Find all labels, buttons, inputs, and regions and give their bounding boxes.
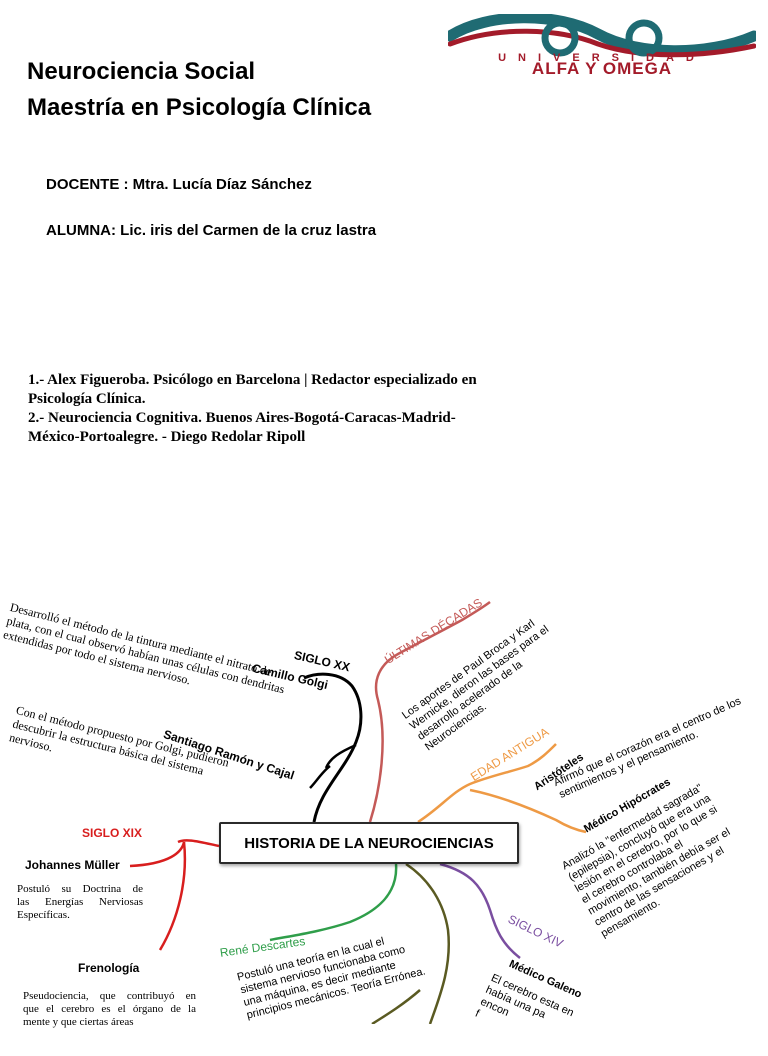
logo-emblem: [448, 14, 756, 58]
olive-branch: [405, 862, 450, 1024]
page-title: Neurociencia Social: [27, 58, 256, 85]
frenologia-description: Pseudociencia, que contribuyó en que el …: [23, 990, 196, 1028]
olive-subbranch: [371, 989, 421, 1024]
siglo-xix-branch: [177, 839, 220, 848]
frenologia-branch: [158, 841, 187, 951]
siglo-xiv-branch: [439, 862, 521, 959]
reference-line: Psicología Clínica.: [28, 391, 146, 407]
siglo-xix-label: SIGLO XIX: [82, 826, 143, 840]
muller-name: Johannes Müller: [25, 858, 120, 872]
logo-top-text: UNIVERSIDAD: [498, 52, 706, 64]
page-subtitle: Maestría en Psicología Clínica: [27, 94, 372, 121]
reference-line: 1.- Alex Figueroba. Psicólogo en Barcelo…: [28, 372, 477, 388]
cajal-branch: [309, 765, 331, 789]
references: 1.- Alex Figueroba. Psicólogo en Barcelo…: [28, 371, 558, 447]
mindmap-center-node: HISTORIA DE LA NEUROCIENCIAS: [219, 822, 519, 864]
ultimas-decadas-branch: [368, 600, 491, 823]
muller-description: Postuló su Doctrina de las Energías Nerv…: [17, 883, 143, 921]
edad-antigua-branch: [417, 743, 557, 824]
logo-bottom-text: ALFA Y OMEGA: [531, 59, 673, 78]
siglo-xx-branch: [303, 672, 363, 823]
muller-branch: [129, 841, 186, 868]
frenologia-name: Frenología: [78, 961, 140, 975]
reference-line: México-Portoalegre. - Diego Redolar Ripo…: [28, 429, 306, 445]
golgi-branch: [324, 743, 357, 769]
university-logo: UNIVERSIDAD ALFA Y OMEGA: [448, 14, 756, 78]
hipocrates-branch: [469, 788, 587, 834]
descartes-branch: [269, 863, 398, 942]
teacher-line: DOCENTE : Mtra. Lucía Díaz Sánchez: [46, 176, 312, 193]
mindmap-connectors: [129, 600, 587, 1024]
student-line: ALUMNA: Lic. iris del Carmen de la cruz …: [46, 222, 377, 239]
reference-line: 2.- Neurociencia Cognitiva. Buenos Aires…: [28, 410, 456, 426]
